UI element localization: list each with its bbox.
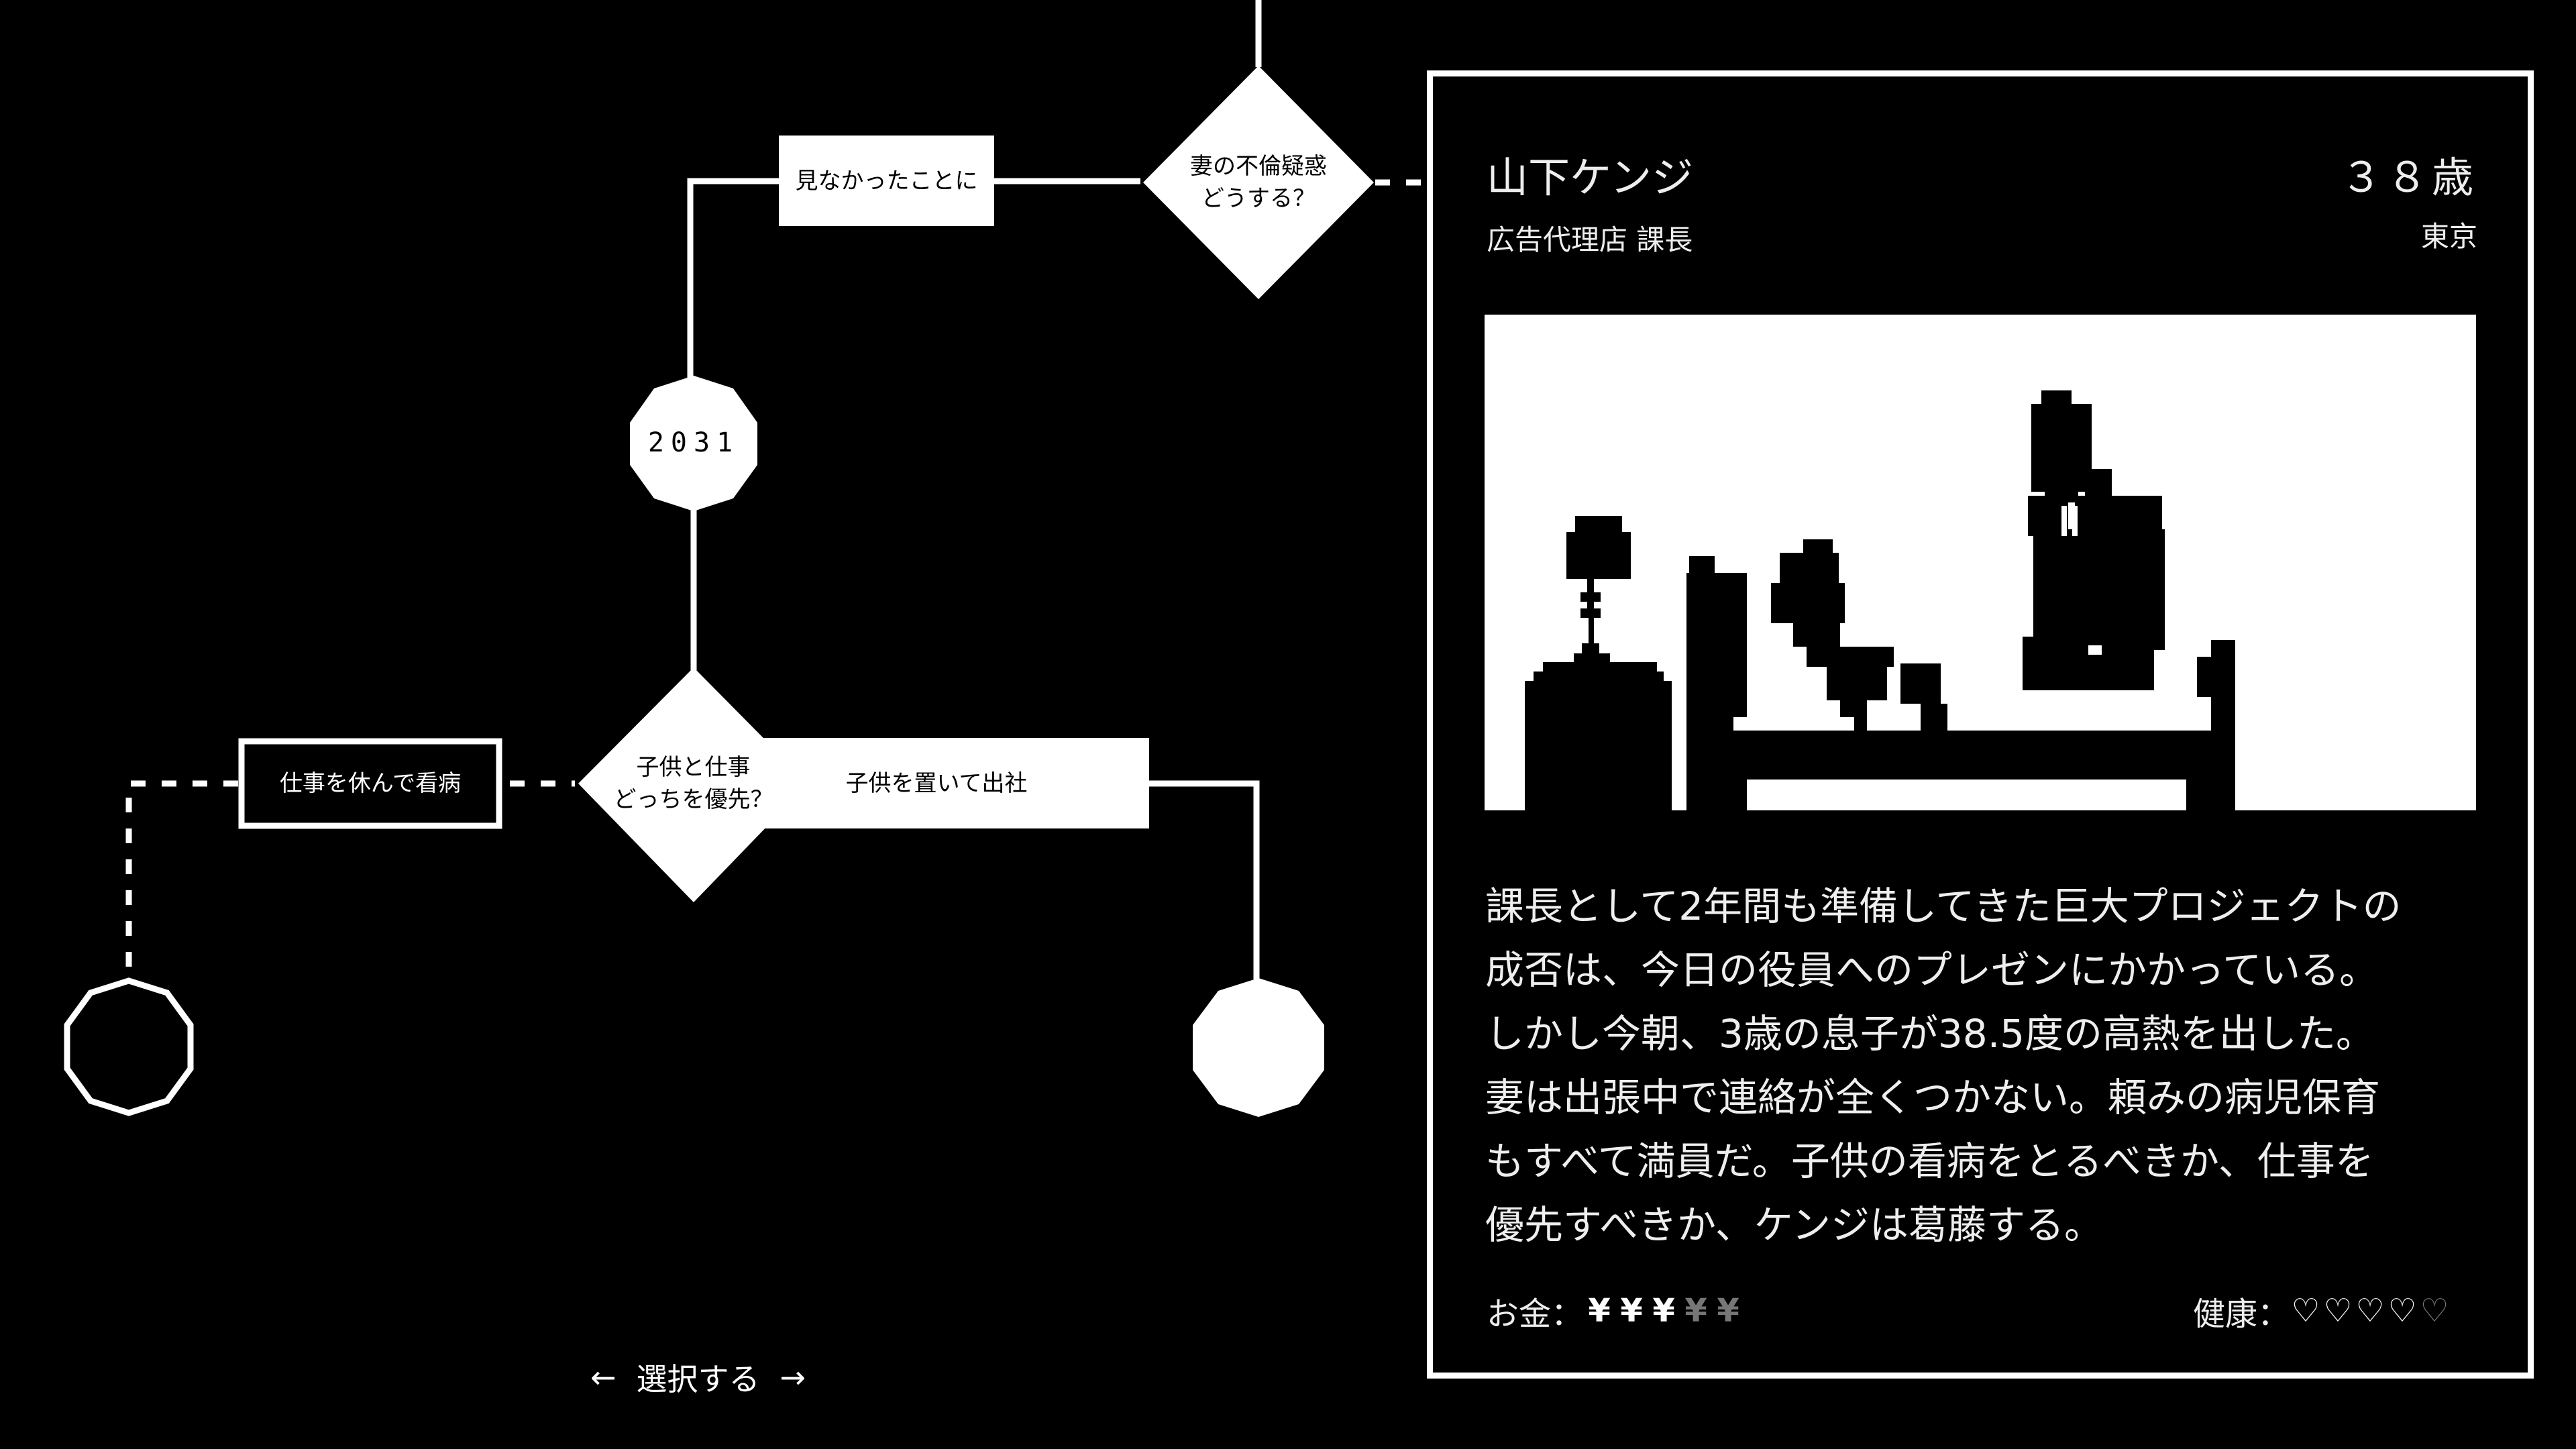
option-middle-right-label: 子供を置いて出社 <box>845 769 1028 797</box>
decision-top-label: 妻の不倫疑惑 どうする？ <box>1190 153 1327 212</box>
character-name: 山下ケンジ <box>1487 153 1694 202</box>
decision-middle-label: 子供と仕事 どっちを優先？ <box>613 754 773 813</box>
child-icon <box>1771 539 1947 731</box>
option-box-middle-left[interactable] <box>238 738 502 829</box>
heart-icon: ♡ <box>2355 1292 2385 1330</box>
yen-icon: ¥ <box>1620 1292 1643 1330</box>
yen-icon: ¥ <box>1652 1292 1675 1330</box>
select-button[interactable]: 選択する <box>636 1361 760 1397</box>
yen-icon: ¥ <box>1717 1292 1739 1330</box>
select-nav: ← 選択する → <box>590 1355 806 1399</box>
story-line: しかし今朝、3歳の息子が38.5度の高熱を出した。 <box>1485 1011 2375 1057</box>
story-line: 課長として2年間も準備してきた巨大プロジェクトの <box>1485 883 2402 929</box>
health-pips: ♡♡♡♡♡ <box>2290 1292 2451 1330</box>
blanket <box>1947 690 2189 731</box>
option-middle-left-label: 仕事を休んで看病 <box>279 770 462 797</box>
heart-icon: ♡ <box>2387 1292 2417 1330</box>
story-line: 成否は、今日の役員へのプレゼンにかかっている。 <box>1485 947 2379 993</box>
yen-icon: ¥ <box>1588 1292 1611 1330</box>
outcome-node-left[interactable] <box>64 977 194 1116</box>
health-label: 健康： <box>2192 1295 2290 1333</box>
option-box-top-left[interactable] <box>779 136 994 226</box>
bed-icon <box>1686 556 2235 810</box>
nightstand-icon <box>1525 653 1672 810</box>
scene-illustration <box>1485 315 2476 810</box>
option-box-middle-right[interactable] <box>724 738 1149 828</box>
prev-arrow-button[interactable]: ← <box>590 1359 616 1395</box>
yen-icon: ¥ <box>1684 1292 1707 1330</box>
year-node <box>630 376 757 511</box>
story-line: もすべて満員だ。子供の看病をとるべきか、仕事を <box>1485 1138 2374 1184</box>
heart-icon: ♡ <box>2420 1292 2449 1330</box>
health-stat: 健康： ♡♡♡♡♡ <box>2193 1287 2451 1334</box>
outcome-node-right[interactable] <box>1193 978 1324 1117</box>
option-top-left-label: 見なかったことに <box>795 167 978 195</box>
heart-icon: ♡ <box>2323 1292 2353 1330</box>
next-arrow-button[interactable]: → <box>780 1359 806 1395</box>
character-job: 広告代理店 課長 <box>1487 223 1693 256</box>
money-label: お金： <box>1487 1295 1584 1333</box>
lamp-icon <box>1566 516 1631 657</box>
pillow <box>1747 663 1801 717</box>
character-location: 東京 <box>2420 220 2477 253</box>
heart-icon: ♡ <box>2291 1292 2320 1330</box>
decision-diamond-middle[interactable] <box>578 667 808 902</box>
character-card: 山下ケンジ ３８歳 広告代理店 課長 東京 <box>1427 70 2534 1379</box>
year-label: 2031 <box>647 427 740 458</box>
character-age: ３８歳 <box>2340 153 2477 202</box>
story-line: 妻は出張中で連絡が全くつかない。頼みの病児保育 <box>1485 1075 2381 1120</box>
connector-left-dashed <box>125 780 238 976</box>
story-line: 優先すべきか、ケンジは葛藤する。 <box>1485 1202 2104 1248</box>
money-stat: お金： ¥¥¥¥¥ <box>1487 1287 1744 1334</box>
money-pips: ¥¥¥¥¥ <box>1583 1292 1744 1330</box>
decision-diamond-top[interactable] <box>1143 66 1374 299</box>
story-text: 課長として2年間も準備してきた巨大プロジェクトの 成否は、今日の役員へのプレゼン… <box>1485 875 2491 1257</box>
